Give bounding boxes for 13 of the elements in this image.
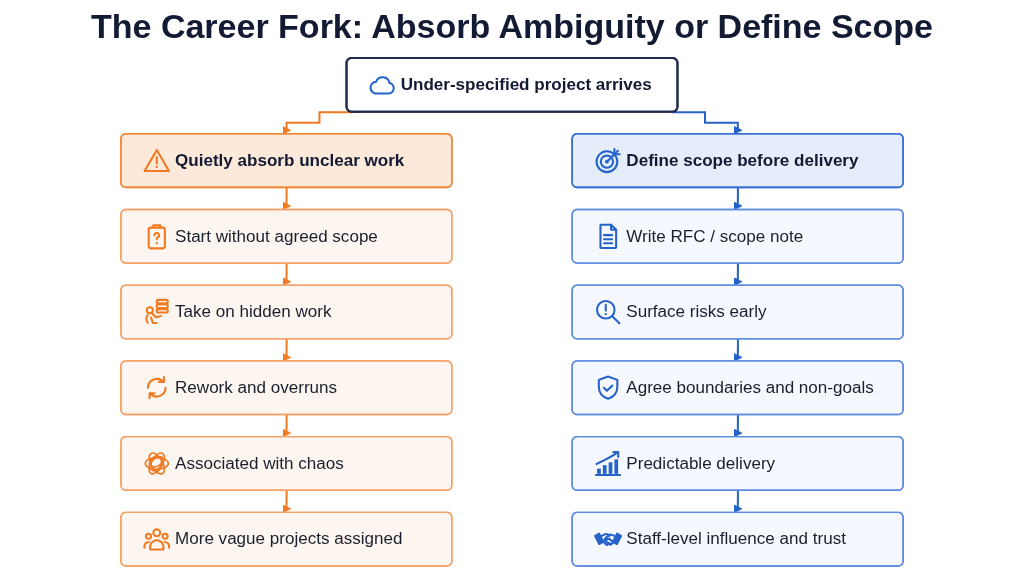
arrow — [282, 338, 292, 362]
diagram-title: The Career Fork: Absorb Ambiguity or Define Scope — [91, 6, 933, 46]
arrow — [282, 186, 292, 211]
arrow — [733, 414, 743, 438]
arrow — [282, 489, 292, 514]
arrow — [282, 111, 353, 135]
arrow — [282, 414, 292, 438]
arrow — [282, 262, 292, 287]
arrow — [733, 338, 743, 362]
arrow — [733, 262, 743, 287]
arrow — [733, 186, 743, 211]
arrow — [733, 489, 743, 514]
arrow — [672, 111, 743, 135]
